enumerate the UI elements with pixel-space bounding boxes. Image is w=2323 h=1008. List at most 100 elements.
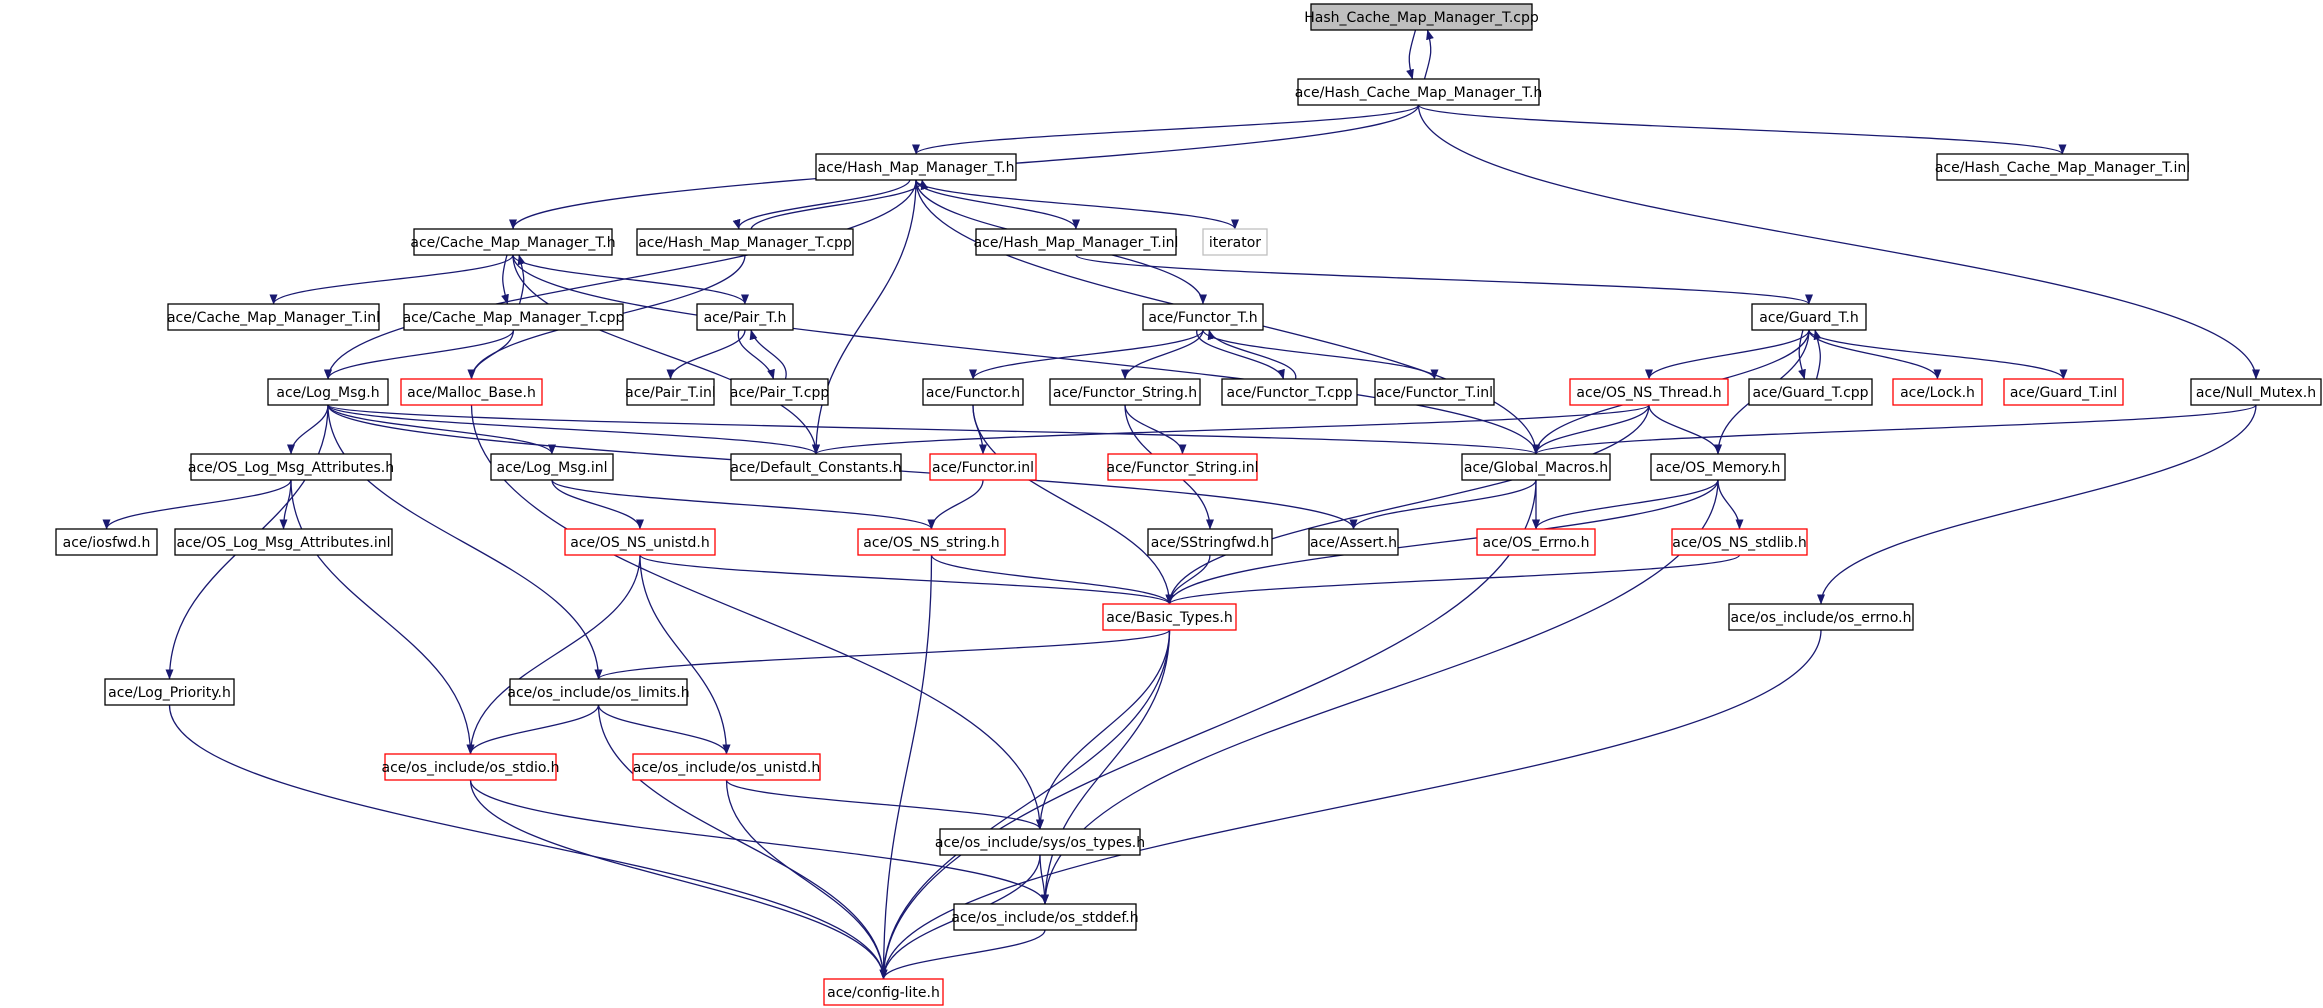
node-ace-default-constants-h[interactable]: ace/Default_Constants.h <box>730 453 902 481</box>
node-ace-basic-types-h[interactable]: ace/Basic_Types.h <box>1102 603 1237 631</box>
edge-ace-null-mutex-h-to-ace-global-macros-h <box>1532 404 2257 455</box>
node-ace-functor-string-inl[interactable]: ace/Functor_String.inl <box>1106 453 1259 481</box>
node-ace-malloc-base-h[interactable]: ace/Malloc_Base.h <box>400 378 543 406</box>
node-ace-hash-cache-map-manager-t-h[interactable]: ace/Hash_Cache_Map_Manager_T.h <box>1295 78 1543 106</box>
node-iterator[interactable]: iterator <box>1202 228 1268 256</box>
edge-ace-os-log-msg-attributes-h-to-ace-iosfwd-h <box>102 479 292 530</box>
node-ace-os-ns-unistd-h[interactable]: ace/OS_NS_unistd.h <box>564 528 716 556</box>
node-ace-hash-map-manager-t-cpp[interactable]: ace/Hash_Map_Manager_T.cpp <box>636 228 854 256</box>
node-ace-log-msg-inl[interactable]: ace/Log_Msg.inl <box>490 453 614 481</box>
node-ace-cache-map-manager-t-h[interactable]: ace/Cache_Map_Manager_T.h <box>410 228 616 256</box>
node-ace-os-include-os-limits-h[interactable]: ace/os_include/os_limits.h <box>507 678 690 706</box>
edge-ace-hash-map-manager-t-h-to-iterator <box>915 179 1239 230</box>
edge-ace-os-include-os-limits-h-to-ace-os-include-os-unistd-h <box>597 704 731 755</box>
node-ace-hash-map-manager-t-h[interactable]: ace/Hash_Map_Manager_T.h <box>815 153 1017 181</box>
node-ace-iosfwd-h[interactable]: ace/iosfwd.h <box>55 528 158 556</box>
edge-ace-cache-map-manager-t-h-to-ace-pair-t-h <box>512 254 749 305</box>
node-label: ace/Functor_T.cpp <box>1227 385 1353 401</box>
node-box <box>1310 3 1533 31</box>
edge-ace-cache-map-manager-t-h-to-ace-global-macros-h <box>512 254 1540 455</box>
node-ace-hash-cache-map-manager-t-inl[interactable]: ace/Hash_Cache_Map_Manager_T.inl <box>1935 153 2190 181</box>
node-box <box>1748 378 1873 406</box>
node-box <box>696 303 794 331</box>
node-ace-os-ns-stdlib-h[interactable]: ace/OS_NS_stdlib.h <box>1671 528 1808 556</box>
node-ace-functor-inl[interactable]: ace/Functor.inl <box>929 453 1037 481</box>
node-hash-cache-map-manager-t-cpp[interactable]: Hash_Cache_Map_Manager_T.cpp <box>1304 3 1539 31</box>
node-box <box>815 153 1017 181</box>
node-ace-os-log-msg-attributes-h[interactable]: ace/OS_Log_Msg_Attributes.h <box>188 453 394 481</box>
node-label: Hash_Cache_Map_Manager_T.cpp <box>1304 10 1539 26</box>
node-ace-functor-t-inl[interactable]: ace/Functor_T.inl <box>1374 378 1495 406</box>
node-box <box>190 453 392 481</box>
edge-ace-functor-t-h-to-ace-functor-t-inl <box>1202 329 1439 380</box>
node-box <box>174 528 393 556</box>
node-ace-cache-map-manager-t-inl[interactable]: ace/Cache_Map_Manager_T.inl <box>167 303 380 331</box>
node-ace-global-macros-h[interactable]: ace/Global_Macros.h <box>1461 453 1611 481</box>
node-box <box>730 378 829 406</box>
node-ace-functor-t-cpp[interactable]: ace/Functor_T.cpp <box>1221 378 1358 406</box>
node-ace-sstringfwd-h[interactable]: ace/SStringfwd.h <box>1147 528 1273 556</box>
node-box <box>1751 303 1867 331</box>
node-box <box>1569 378 1729 406</box>
node-ace-os-log-msg-attributes-inl[interactable]: ace/OS_Log_Msg_Attributes.inl <box>174 528 393 556</box>
node-box <box>1308 528 1399 556</box>
node-box <box>929 453 1037 481</box>
edge-ace-os-memory-h-to-ace-basic-types-h <box>1165 479 1719 605</box>
edge-ace-hash-cache-map-manager-t-h-to-ace-hash-map-manager-t-h <box>912 104 1420 155</box>
node-ace-guard-t-h[interactable]: ace/Guard_T.h <box>1751 303 1867 331</box>
node-ace-functor-t-h[interactable]: ace/Functor_T.h <box>1142 303 1264 331</box>
node-ace-config-lite-h[interactable]: ace/config-lite.h <box>823 978 944 1006</box>
node-ace-os-errno-h[interactable]: ace/OS_Errno.h <box>1476 528 1596 556</box>
node-label: ace/OS_Errno.h <box>1483 535 1590 551</box>
node-ace-hash-map-manager-t-inl[interactable]: ace/Hash_Map_Manager_T.inl <box>974 228 1179 256</box>
node-ace-os-ns-thread-h[interactable]: ace/OS_NS_Thread.h <box>1569 378 1729 406</box>
node-label: ace/SStringfwd.h <box>1151 535 1270 551</box>
node-label: ace/os_include/os_errno.h <box>1731 610 1912 626</box>
edge-ace-cache-map-manager-t-cpp-to-ace-malloc-base-h <box>467 329 515 380</box>
node-ace-os-include-os-stddef-h[interactable]: ace/os_include/os_stddef.h <box>951 903 1139 931</box>
edge-ace-os-include-os-limits-h-to-ace-os-include-os-stdio-h <box>466 704 600 755</box>
node-ace-log-priority-h[interactable]: ace/Log_Priority.h <box>104 678 235 706</box>
node-box <box>1297 78 1540 106</box>
node-ace-os-ns-string-h[interactable]: ace/OS_NS_string.h <box>857 528 1006 556</box>
node-ace-pair-t-cpp[interactable]: ace/Pair_T.cpp <box>730 378 830 406</box>
node-box <box>823 978 944 1006</box>
edge-ace-cache-map-manager-t-cpp-to-ace-log-msg-h <box>324 329 515 380</box>
node-box <box>939 828 1141 856</box>
node-label: ace/Assert.h <box>1310 535 1397 551</box>
edge-ace-os-include-os-stdio-h-to-ace-os-include-os-stddef-h <box>469 779 1049 905</box>
node-ace-null-mutex-h[interactable]: ace/Null_Mutex.h <box>2190 378 2322 406</box>
node-ace-pair-t-inl[interactable]: ace/Pair_T.inl <box>625 378 716 406</box>
node-ace-os-include-sys-os-types-h[interactable]: ace/os_include/sys/os_types.h <box>935 828 1145 856</box>
edge-ace-global-macros-h-to-ace-config-lite-h <box>879 479 1537 980</box>
edge-ace-functor-t-h-to-ace-functor-string-h <box>1121 329 1204 380</box>
node-ace-functor-h[interactable]: ace/Functor.h <box>922 378 1024 406</box>
node-box <box>1142 303 1264 331</box>
node-ace-functor-string-h[interactable]: ace/Functor_String.h <box>1049 378 1201 406</box>
edge-ace-cache-map-manager-t-h-to-ace-default-constants-h <box>512 254 820 455</box>
node-label: ace/Functor_T.h <box>1148 310 1257 326</box>
node-ace-pair-t-h[interactable]: ace/Pair_T.h <box>696 303 794 331</box>
node-box <box>1671 528 1808 556</box>
edge-ace-cache-map-manager-t-cpp-to-ace-cache-map-manager-t-h <box>517 254 526 305</box>
node-ace-assert-h[interactable]: ace/Assert.h <box>1308 528 1399 556</box>
edge-ace-cache-map-manager-t-h-to-ace-cache-map-manager-t-cpp <box>501 254 509 305</box>
edge-ace-os-ns-unistd-h-to-ace-basic-types-h <box>639 554 1174 605</box>
node-ace-os-include-os-errno-h[interactable]: ace/os_include/os_errno.h <box>1728 603 1914 631</box>
node-ace-os-include-os-stdio-h[interactable]: ace/os_include/os_stdio.h <box>382 753 560 781</box>
node-ace-cache-map-manager-t-cpp[interactable]: ace/Cache_Map_Manager_T.cpp <box>403 303 625 331</box>
node-ace-lock-h[interactable]: ace/Lock.h <box>1892 378 1983 406</box>
node-ace-os-include-os-unistd-h[interactable]: ace/os_include/os_unistd.h <box>632 753 821 781</box>
edge-ace-functor-h-to-ace-basic-types-h <box>972 404 1174 605</box>
node-ace-os-memory-h[interactable]: ace/OS_Memory.h <box>1650 453 1786 481</box>
node-ace-guard-t-cpp[interactable]: ace/Guard_T.cpp <box>1748 378 1873 406</box>
edge-ace-os-memory-h-to-ace-os-ns-stdlib-h <box>1717 479 1744 530</box>
edge-ace-basic-types-h-to-ace-os-include-os-stddef-h <box>1041 629 1171 905</box>
edge-ace-null-mutex-h-to-ace-os-include-os-errno-h <box>1817 404 2257 605</box>
node-label: ace/Functor_String.h <box>1053 385 1197 401</box>
edge-ace-os-include-os-unistd-h-to-ace-os-include-sys-os-types-h <box>725 779 1044 830</box>
node-ace-guard-t-inl[interactable]: ace/Guard_T.inl <box>2003 378 2124 406</box>
node-ace-log-msg-h[interactable]: ace/Log_Msg.h <box>267 378 389 406</box>
node-box <box>953 903 1137 931</box>
edge-ace-os-ns-thread-h-to-ace-os-memory-h <box>1648 404 1722 455</box>
